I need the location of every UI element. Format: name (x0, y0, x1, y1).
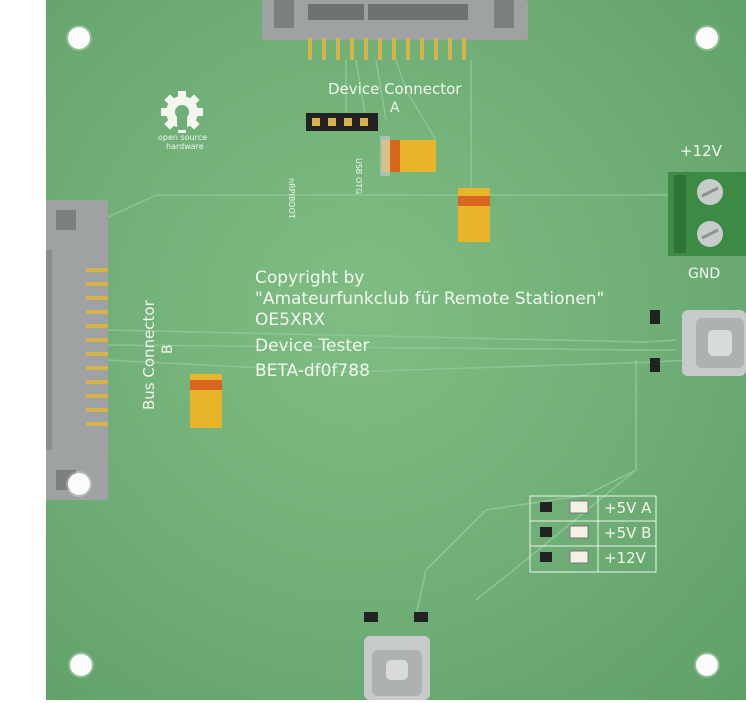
capacitor-middle (458, 188, 490, 242)
copyright-line-1: Copyright by (255, 268, 365, 288)
mounting-hole (68, 27, 90, 49)
capacitor-top (380, 136, 436, 176)
pcb-artwork (46, 0, 746, 700)
copyright-line-3: OE5XRX (255, 310, 326, 330)
led-parts (540, 500, 589, 564)
jumper-label-rpiboot: nRPIBOOT (287, 178, 296, 219)
mounting-hole (696, 27, 718, 49)
bus-connector-b (46, 200, 108, 500)
osh-gear-icon (161, 91, 203, 133)
device-connector-a (262, 0, 528, 60)
led-panel (529, 495, 657, 573)
bus-connector-label: Bus Connector (140, 300, 158, 410)
jumper-header (306, 113, 378, 131)
usb-c-bottom (364, 612, 430, 700)
board-version: BETA-df0f788 (255, 361, 370, 381)
copyright-line-2: "Amateurfunkclub für Remote Stationen" (255, 289, 605, 309)
power-label-12v: +12V (680, 142, 722, 160)
bus-connector-letter: B (160, 344, 176, 354)
led-label-12v: +12V (604, 549, 646, 567)
mounting-hole (68, 473, 90, 495)
osh-label-line2: hardware (166, 142, 204, 151)
mounting-hole (70, 654, 92, 676)
capacitor-left (190, 374, 222, 428)
pcb-board: open source hardware Device Connector A … (46, 0, 746, 700)
terminal-block (668, 172, 746, 256)
led-label-5v-b: +5V B (604, 524, 652, 542)
osh-label-line1: open source (158, 133, 208, 142)
device-connector-letter: A (390, 100, 400, 116)
usb-c-right (650, 310, 746, 376)
device-connector-label: Device Connector (328, 80, 462, 98)
mounting-hole (696, 654, 718, 676)
board-title: Device Tester (255, 336, 370, 356)
led-label-5v-a: +5V A (604, 499, 652, 517)
power-label-gnd: GND (688, 266, 721, 282)
jumper-label-usb-otg: USB OTG (354, 158, 363, 195)
